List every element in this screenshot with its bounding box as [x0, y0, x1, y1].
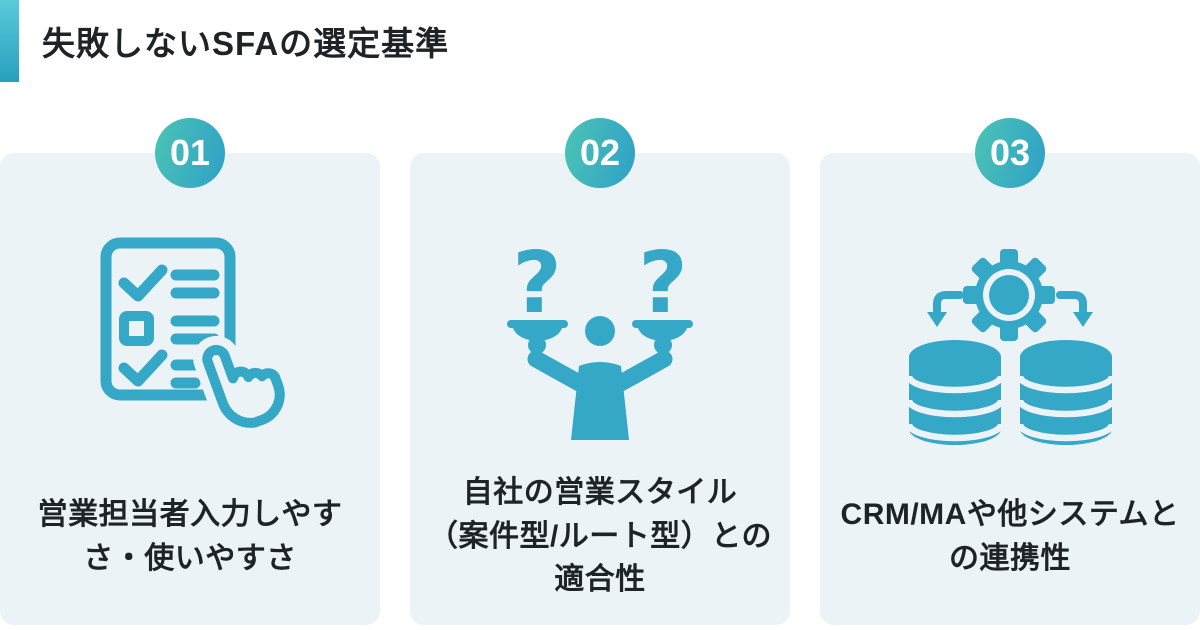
page-title: 失敗しないSFAの選定基準	[42, 25, 450, 62]
decision-scales-icon: ? ?	[410, 225, 790, 460]
system-integration-icon	[820, 225, 1200, 460]
checklist-with-hand-icon	[0, 225, 380, 460]
svg-text:?: ?	[512, 235, 561, 333]
header-accent-bar	[0, 0, 19, 82]
card-criterion-1: 01 営業担当者入力しやす さ・使いやすさ	[0, 118, 380, 625]
svg-text:?: ?	[638, 235, 687, 333]
number-badge-3: 03	[975, 118, 1045, 188]
card-label-2: 自社の営業スタイル （案件型/ルート型）との 適合性	[427, 476, 773, 597]
number-badge-2: 02	[565, 118, 635, 188]
number-badge-1: 01	[155, 118, 225, 188]
card-label-3: CRM/MAや他システムと の連携性	[840, 498, 1180, 575]
card-criterion-3: 03	[820, 118, 1200, 625]
card-label-1: 営業担当者入力しやす さ・使いやすさ	[37, 498, 343, 575]
card-criterion-2: 02 ? ?	[410, 118, 790, 625]
